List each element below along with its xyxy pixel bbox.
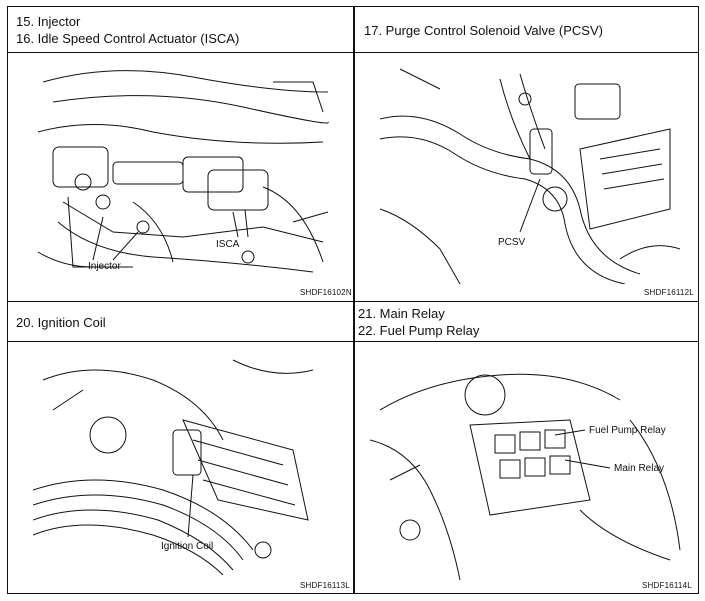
figure-code-bottom-left: SHDF16113L [300,581,350,590]
main-relay-label: Main Relay [614,463,664,474]
leader-lines [187,474,194,538]
column-divider [353,7,355,593]
header-bottom-right: 21. Main Relay 22. Fuel Pump Relay [358,305,479,339]
header-isca: 16. Idle Speed Control Actuator (ISCA) [16,31,240,46]
engine-lines [370,373,681,580]
figure-code-top-left: SHDF16102N [300,288,352,297]
engine-illustration-injector: Injector ISCA [33,62,333,287]
engine-illustration-pcsv: PCSV [380,59,680,284]
figure-code-top-right: SHDF16112L [644,288,694,297]
header-ignition-coil: 20. Ignition Coil [16,315,106,330]
figure-code-bottom-right: SHDF16114L [642,581,692,590]
row-divider-lower [8,341,698,342]
engine-lines [33,359,314,576]
engine-lines [37,70,329,273]
diagram-sheet: 15. Injector 16. Idle Speed Control Actu… [7,6,699,594]
header-top-left: 15. Injector 16. Idle Speed Control Actu… [16,13,239,47]
header-top-right: 17. Purge Control Solenoid Valve (PCSV) [364,22,603,39]
leader-lines [67,196,249,268]
engine-illustration-relays: Fuel Pump Relay Main Relay [370,350,690,580]
row-divider-middle [8,301,698,302]
fuel-pump-relay-label: Fuel Pump Relay [589,425,666,436]
engine-lines [380,68,680,284]
header-main-relay: 21. Main Relay [358,306,445,321]
leader-lines [519,178,541,233]
header-pcsv: 17. Purge Control Solenoid Valve (PCSV) [364,23,603,38]
leader-lines [554,429,611,469]
engine-illustration-ignition-coil: Ignition Coil [33,350,338,580]
ignition-coil-label: Ignition Coil [161,541,213,552]
pcsv-label: PCSV [498,237,526,248]
row-divider-top [8,52,698,53]
header-fuel-pump-relay: 22. Fuel Pump Relay [358,323,480,338]
isca-label: ISCA [216,239,240,250]
header-injector: 15. Injector [16,14,81,29]
header-bottom-left: 20. Ignition Coil [16,314,106,331]
injector-label: Injector [88,261,121,272]
